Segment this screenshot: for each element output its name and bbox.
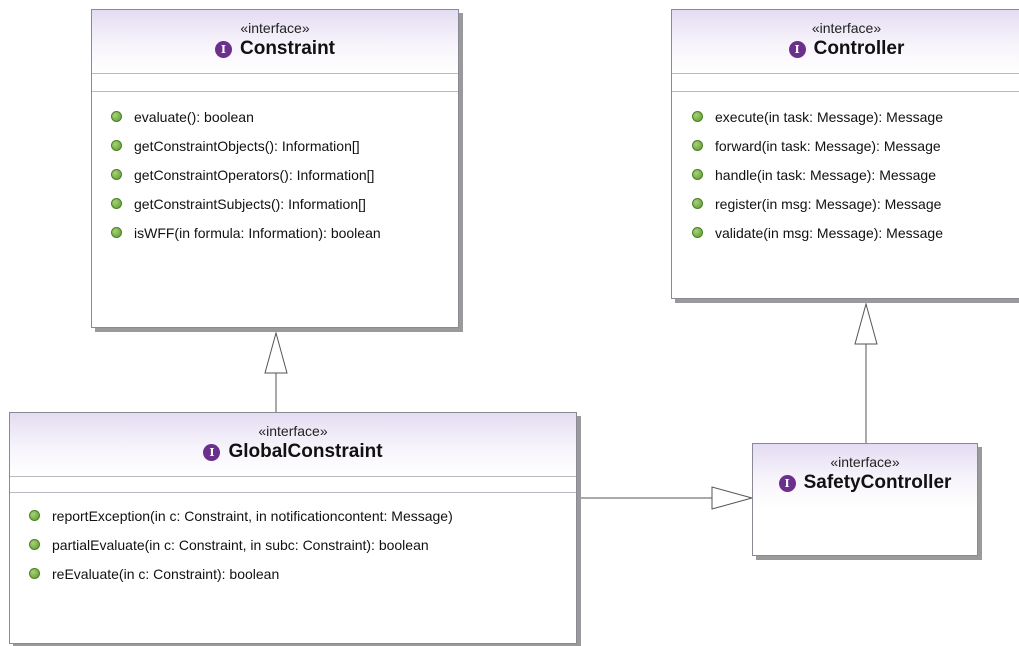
operation-signature: register(in msg: Message): Message xyxy=(715,195,942,212)
stereotype-label: «interface» xyxy=(830,454,900,470)
generalization-globalconstraint-safetycontroller[interactable] xyxy=(580,486,754,510)
operation-item[interactable]: reportException(in c: Constraint, in not… xyxy=(29,501,576,530)
class-name: Controller xyxy=(813,38,905,59)
public-operation-icon xyxy=(111,111,122,122)
operation-item[interactable]: register(in msg: Message): Message xyxy=(692,189,1019,218)
operation-item[interactable]: handle(in task: Message): Message xyxy=(692,160,1019,189)
operation-item[interactable]: forward(in task: Message): Message xyxy=(692,131,1019,160)
class-box-controller[interactable]: «interface» I Controller execute(in task… xyxy=(671,9,1019,299)
operation-item[interactable]: reEvaluate(in c: Constraint): boolean xyxy=(29,559,576,588)
public-operation-icon xyxy=(111,227,122,238)
public-operation-icon xyxy=(692,169,703,180)
operation-signature: partialEvaluate(in c: Constraint, in sub… xyxy=(52,536,429,553)
public-operation-icon xyxy=(692,227,703,238)
public-operation-icon xyxy=(692,140,703,151)
class-header: «interface» I Constraint xyxy=(92,10,458,74)
public-operation-icon xyxy=(111,140,122,151)
public-operation-icon xyxy=(692,111,703,122)
class-box-safetycontroller[interactable]: «interface» I SafetyController xyxy=(752,443,978,556)
operation-item[interactable]: validate(in msg: Message): Message xyxy=(692,218,1019,247)
public-operation-icon xyxy=(111,169,122,180)
operation-signature: evaluate(): boolean xyxy=(134,108,254,125)
stereotype-label: «interface» xyxy=(240,20,310,36)
operation-signature: handle(in task: Message): Message xyxy=(715,166,936,183)
public-operation-icon xyxy=(111,198,122,209)
operation-item[interactable]: isWFF(in formula: Information): boolean xyxy=(111,218,458,247)
operation-signature: isWFF(in formula: Information): boolean xyxy=(134,224,381,241)
operation-signature: forward(in task: Message): Message xyxy=(715,137,941,154)
operation-compartment: reportException(in c: Constraint, in not… xyxy=(10,493,576,588)
public-operation-icon xyxy=(692,198,703,209)
generalization-globalconstraint-constraint[interactable] xyxy=(264,331,288,412)
operation-compartment: evaluate(): boolean getConstraintObjects… xyxy=(92,92,458,247)
class-name: SafetyController xyxy=(803,472,952,493)
interface-icon: I xyxy=(788,40,806,58)
operation-item[interactable]: getConstraintSubjects(): Information[] xyxy=(111,189,458,218)
class-header: «interface» I SafetyController xyxy=(753,444,977,508)
interface-icon: I xyxy=(215,40,232,58)
public-operation-icon xyxy=(29,510,40,521)
operation-compartment: execute(in task: Message): Message forwa… xyxy=(672,92,1019,247)
operation-signature: reEvaluate(in c: Constraint): boolean xyxy=(52,565,280,582)
stereotype-label: «interface» xyxy=(258,423,328,439)
interface-icon: I xyxy=(203,443,221,461)
generalization-safetycontroller-controller[interactable] xyxy=(854,302,878,443)
operation-signature: getConstraintSubjects(): Information[] xyxy=(134,195,366,212)
operation-item[interactable]: getConstraintOperators(): Information[] xyxy=(111,160,458,189)
operation-signature: getConstraintObjects(): Information[] xyxy=(134,137,360,154)
class-title: I SafetyController xyxy=(753,472,977,494)
stereotype-label: «interface» xyxy=(811,20,882,36)
operation-signature: validate(in msg: Message): Message xyxy=(715,224,943,241)
operation-item[interactable]: execute(in task: Message): Message xyxy=(692,102,1019,131)
attribute-compartment xyxy=(92,74,458,92)
class-title: I GlobalConstraint xyxy=(10,441,576,463)
attribute-compartment xyxy=(10,477,576,493)
public-operation-icon xyxy=(29,568,40,579)
class-title: I Controller xyxy=(672,38,1019,60)
class-box-constraint[interactable]: «interface» I Constraint evaluate(): boo… xyxy=(91,9,459,328)
operation-signature: execute(in task: Message): Message xyxy=(715,108,943,125)
class-header: «interface» I Controller xyxy=(672,10,1019,74)
class-header: «interface» I GlobalConstraint xyxy=(10,413,576,477)
operation-signature: reportException(in c: Constraint, in not… xyxy=(52,507,453,524)
class-title: I Constraint xyxy=(92,38,458,60)
operation-item[interactable]: getConstraintObjects(): Information[] xyxy=(111,131,458,160)
public-operation-icon xyxy=(29,539,40,550)
class-name: Constraint xyxy=(240,38,335,59)
operation-item[interactable]: evaluate(): boolean xyxy=(111,102,458,131)
interface-icon: I xyxy=(778,474,796,492)
operation-item[interactable]: partialEvaluate(in c: Constraint, in sub… xyxy=(29,530,576,559)
operation-signature: getConstraintOperators(): Information[] xyxy=(134,166,375,183)
class-box-globalconstraint[interactable]: «interface» I GlobalConstraint reportExc… xyxy=(9,412,577,644)
attribute-compartment xyxy=(672,74,1019,92)
class-name: GlobalConstraint xyxy=(228,441,383,462)
